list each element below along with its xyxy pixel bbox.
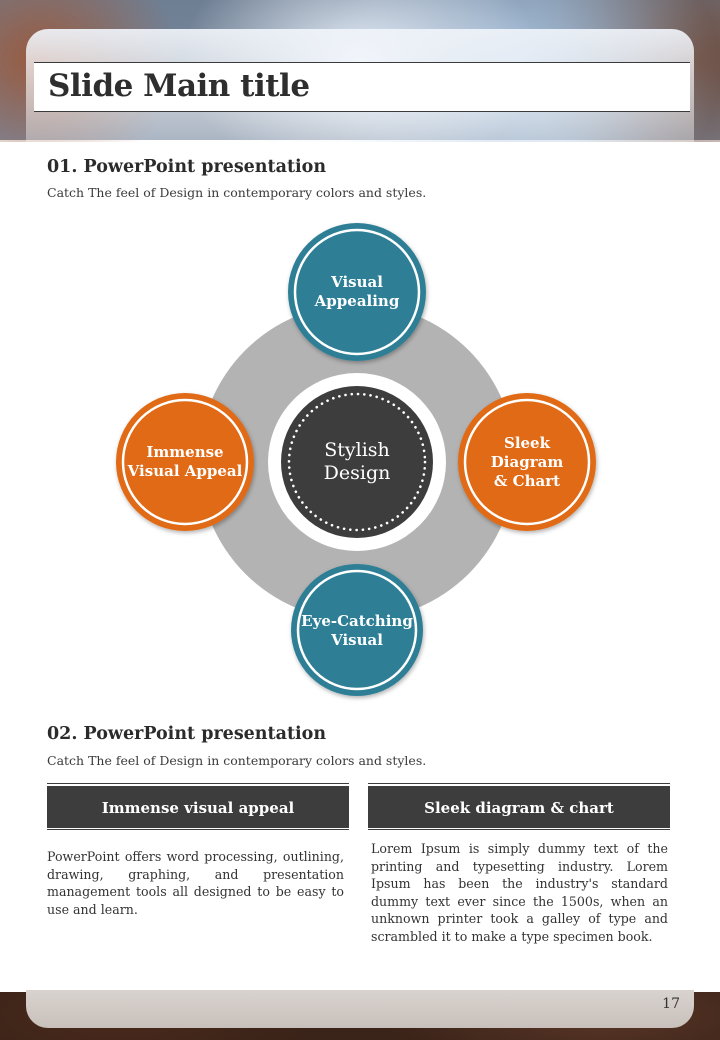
top-node-label: Visual Appealing [297,262,417,322]
footer-card [26,990,694,1028]
node-left [116,393,254,531]
center-node-label: Stylish Design [287,432,427,492]
left-node-label: Immense Visual Appeal [120,432,250,492]
column1-header: Immense visual appeal [47,783,349,830]
page-title: Slide Main title [48,68,310,104]
right-line1: Sleek [503,433,550,452]
center-line1: Stylish [324,439,390,461]
node-right [458,393,596,531]
page-number: 17 [662,996,680,1012]
section1-heading: 01. PowerPoint presentation [47,157,327,177]
section2-heading: 02. PowerPoint presentation [47,724,327,744]
top-line2: Appealing [314,292,400,310]
center-dotted-ring [287,392,427,532]
top-line1: Visual [331,273,383,291]
left-line1: Immense [146,443,224,461]
title-band [34,62,690,112]
column2-header: Sleek diagram & chart [368,783,670,830]
bottom-line2: Visual [331,631,383,649]
bottom-line1: Eye-Catching [301,612,413,630]
bottom-node-label: Eye-Catching Visual [297,602,417,660]
node-top [288,223,426,361]
right-node-label: Sleek Diagram & Chart [467,422,587,502]
center-node [281,386,433,538]
node-bottom [291,564,423,696]
column1-text: PowerPoint offers word processing, outli… [47,849,344,917]
column2-text: Lorem Ipsum is simply dummy text of the … [371,841,668,944]
section1-subtitle: Catch The feel of Design in contemporary… [47,185,427,200]
right-line3: & Chart [493,471,561,490]
left-line2: Visual Appeal [127,462,243,480]
center-line2: Design [323,462,391,484]
section2-subtitle: Catch The feel of Design in contemporary… [47,753,427,768]
right-line2: Diagram [490,452,564,471]
